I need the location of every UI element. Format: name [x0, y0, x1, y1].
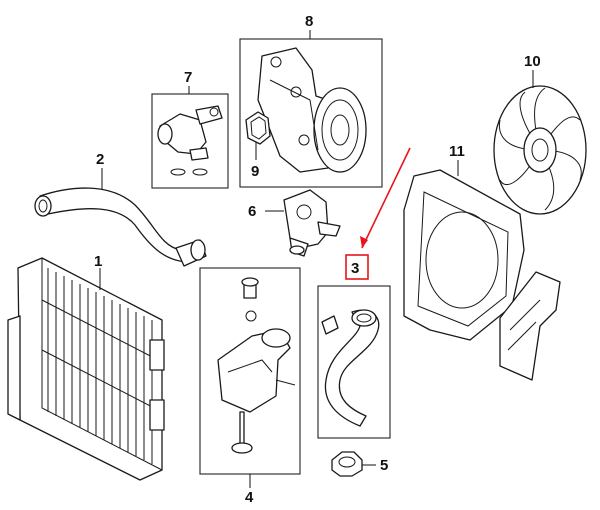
- callout-8[interactable]: 8: [305, 13, 313, 30]
- reservoir-part[interactable]: [217, 277, 296, 454]
- callout-2[interactable]: 2: [96, 151, 104, 168]
- upper-hose-part[interactable]: [34, 187, 207, 267]
- callout-3[interactable]: 3: [351, 260, 359, 277]
- callout-7[interactable]: 7: [184, 69, 192, 86]
- water-pump-box: [239, 38, 383, 188]
- callout-1[interactable]: 1: [94, 253, 102, 270]
- leader-lines: [99, 30, 534, 488]
- callout-6[interactable]: 6: [248, 203, 256, 220]
- cap-part[interactable]: [331, 451, 363, 477]
- fan-blade-part[interactable]: [493, 85, 587, 215]
- outlet-housing-part[interactable]: [157, 105, 223, 176]
- fan-shroud-part[interactable]: [403, 169, 561, 381]
- lower-hose-box: [317, 285, 391, 439]
- outlet-housing-box: [151, 93, 229, 189]
- callout-5[interactable]: 5: [380, 457, 388, 474]
- water-pump-part[interactable]: [257, 47, 367, 173]
- gasket-part[interactable]: [245, 111, 271, 145]
- highlight-arrow: [360, 147, 411, 249]
- callout-9[interactable]: 9: [251, 163, 259, 180]
- callout-11[interactable]: 11: [449, 143, 465, 160]
- callout-4[interactable]: 4: [245, 489, 254, 506]
- highlight-box: [345, 254, 369, 280]
- radiator-part[interactable]: [7, 257, 165, 481]
- thermostat-housing-part[interactable]: [283, 189, 341, 257]
- callout-10[interactable]: 10: [524, 53, 541, 70]
- lower-hose-part[interactable]: [321, 309, 380, 427]
